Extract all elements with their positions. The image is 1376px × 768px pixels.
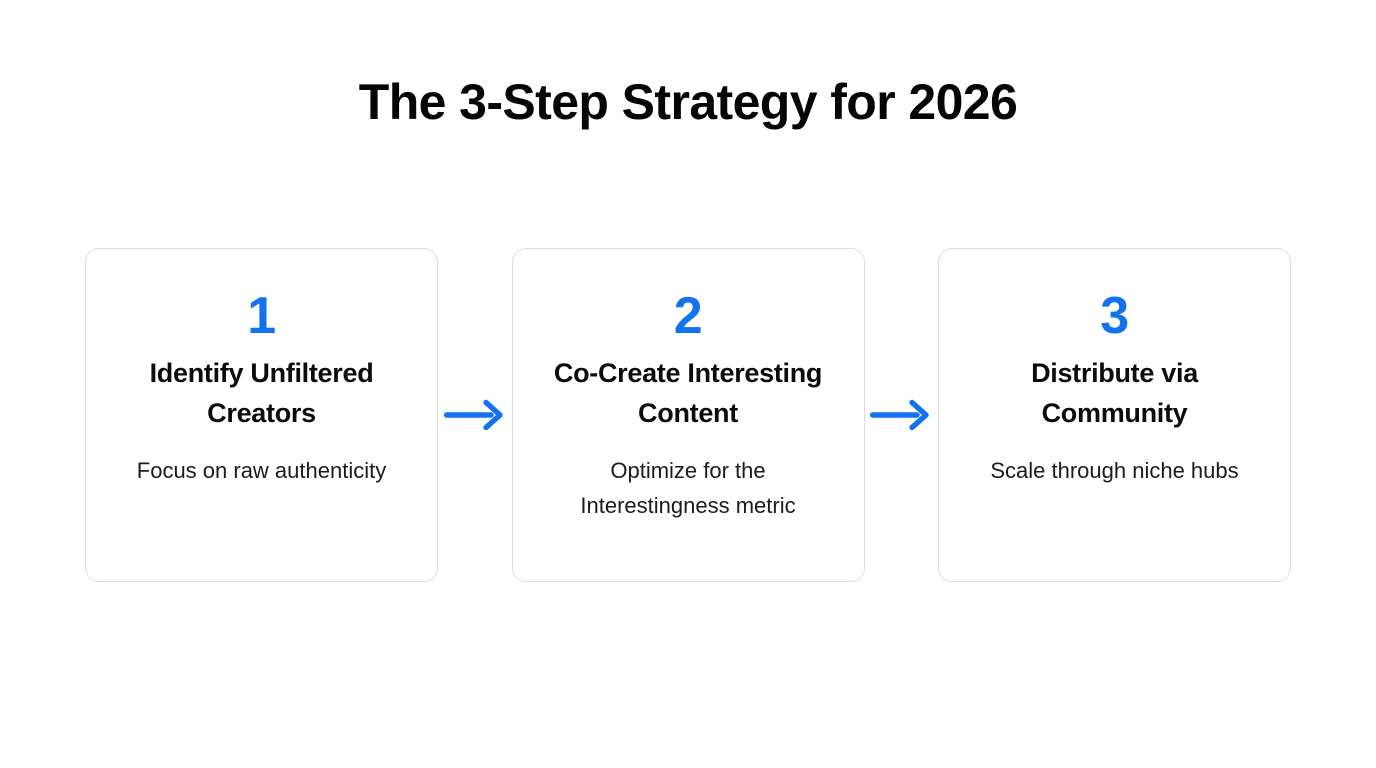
step-flow: 1 Identify Unfiltered Creators Focus on … — [85, 248, 1291, 582]
step-heading-1: Identify Unfiltered Creators — [149, 358, 374, 428]
step-number-3: 3 — [1100, 287, 1129, 345]
connector-1 — [439, 248, 511, 582]
arrow-right-icon — [870, 398, 932, 432]
step-number-1: 1 — [247, 287, 276, 345]
step-body-3: Scale through niche hubs — [990, 458, 1239, 483]
step-body-1: Focus on raw authenticity — [136, 458, 387, 483]
step-card-2[interactable]: 2 Co-Create Interesting Content Optimize… — [511, 248, 865, 582]
step-number-2: 2 — [673, 287, 703, 345]
arrow-right-icon — [443, 398, 506, 432]
step-card-1[interactable]: 1 Identify Unfiltered Creators Focus on … — [85, 248, 438, 582]
connector-2 — [865, 248, 937, 582]
step-heading-3: Distribute via Community — [1031, 358, 1198, 428]
step-body-2: Optimize for the Interestingness metric — [580, 458, 796, 518]
page-title: The 3-Step Strategy for 2026 — [358, 74, 1018, 130]
step-card-3[interactable]: 3 Distribute via Community Scale through… — [938, 248, 1291, 582]
step-heading-2: Co-Create Interesting Content — [553, 358, 823, 428]
